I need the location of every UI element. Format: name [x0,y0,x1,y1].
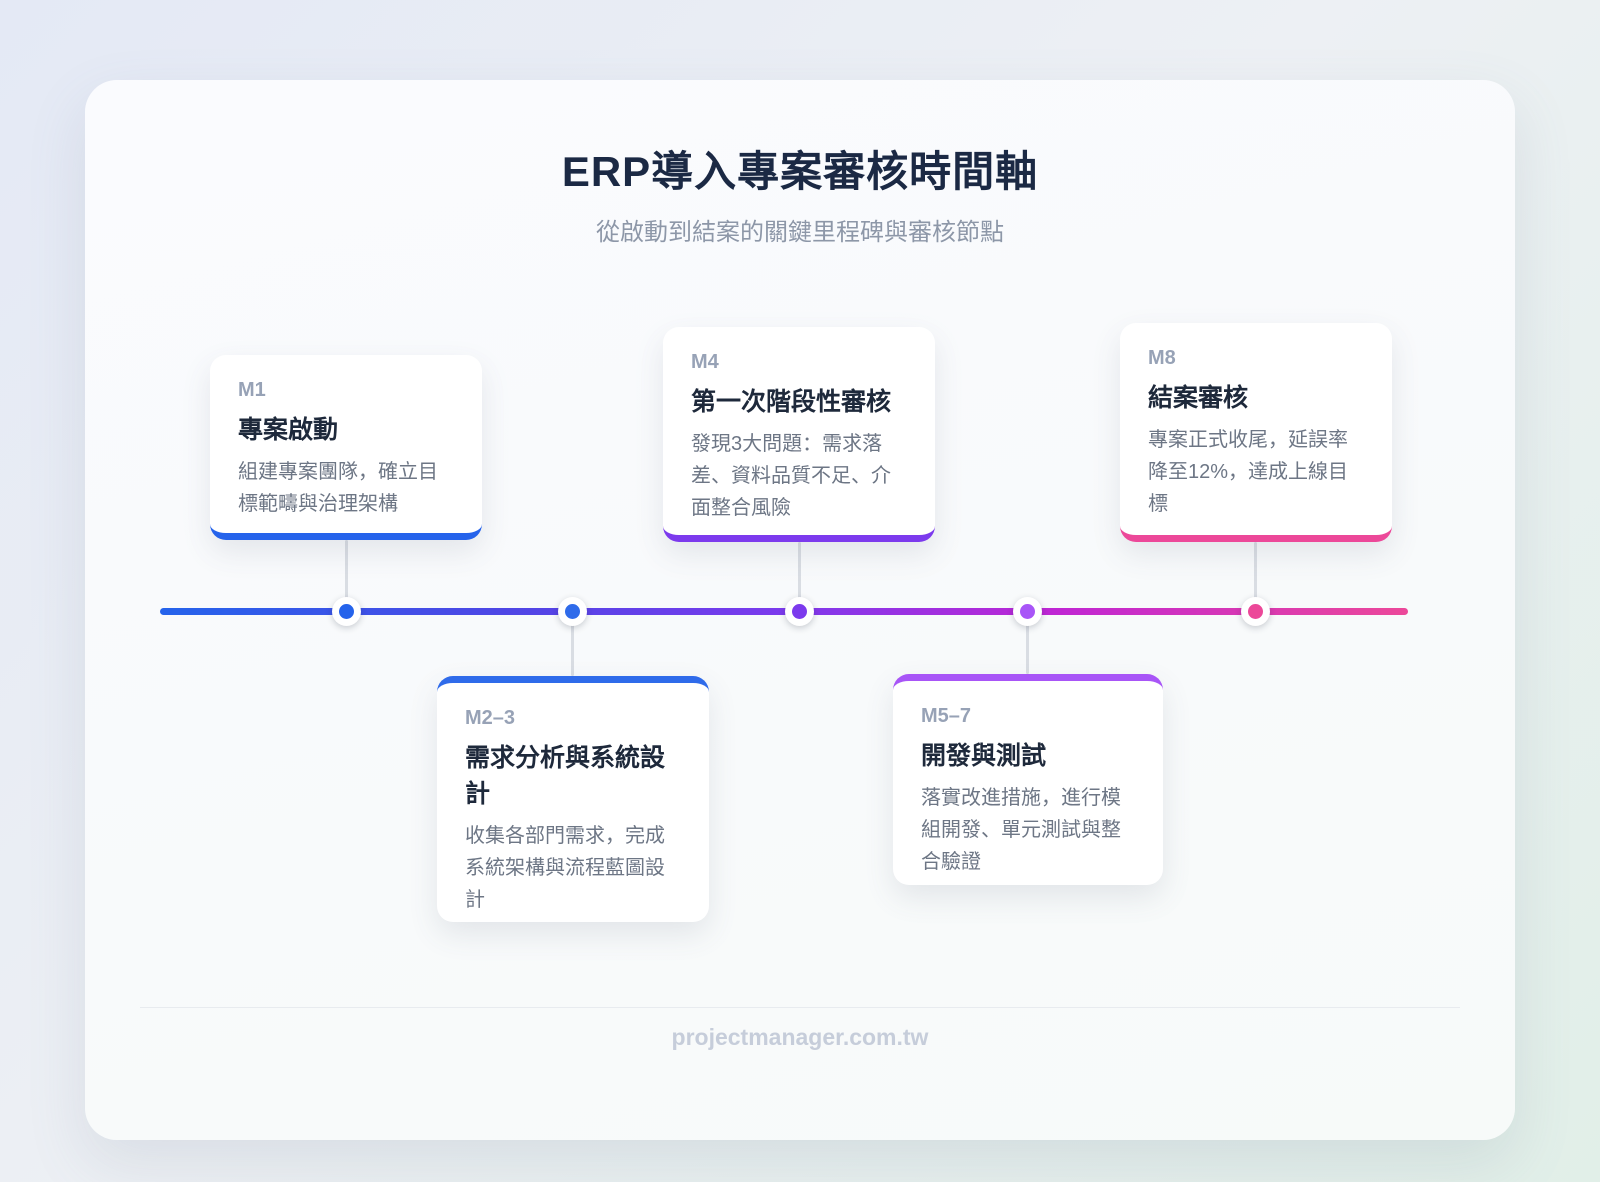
milestone-label: M4 [691,351,719,373]
page-title: ERP導入專案審核時間軸 [561,148,1039,195]
milestone-title: 專案啟動 [238,416,339,444]
milestone-card-m5-7: M5–7 開發與測試 落實改進措施，進行模組開發、單元測試與整合驗證 [893,674,1163,885]
timeline-node-m5-7 [1013,597,1042,626]
milestone-card-m1: M1 專案啟動 組建專案團隊，確立目標範疇與治理架構 [210,355,482,540]
connector-m4 [798,542,801,611]
timeline-node-m1-fill [339,604,354,619]
milestone-label: M8 [1148,347,1176,369]
timeline-line [160,608,1408,615]
milestone-title: 需求分析與系統設計 [465,744,666,808]
milestone-description: 落實改進措施，進行模組開發、單元測試與整合驗證 [921,787,1121,873]
milestone-title: 第一次階段性審核 [691,388,892,416]
timeline-node-m8 [1241,597,1270,626]
milestone-card-m4: M4 第一次階段性審核 發現3大問題：需求落差、資料品質不足、介面整合風險 [663,327,935,542]
milestone-label: M2–3 [465,707,516,729]
milestone-description: 組建專案團隊，確立目標範疇與治理架構 [238,461,438,515]
milestone-label: M5–7 [921,705,972,727]
footer-watermark: projectmanager.com.tw [671,1024,929,1050]
milestone-card-m2-3: M2–3 需求分析與系統設計 收集各部門需求，完成系統架構與流程藍圖設計 [437,676,709,922]
timeline-node-m2-3-fill [565,604,580,619]
milestone-description: 發現3大問題：需求落差、資料品質不足、介面整合風險 [691,433,891,519]
timeline-node-m8-fill [1248,604,1263,619]
timeline-panel: ERP導入專案審核時間軸 從啟動到結案的關鍵里程碑與審核節點 M1 專案啟動 組… [85,80,1515,1140]
connector-m2-3 [571,611,574,676]
timeline-node-m5-7-fill [1020,604,1035,619]
milestone-card-m8: M8 結案審核 專案正式收尾，延誤率降至12%，達成上線目標 [1120,323,1392,542]
page-subtitle: 從啟動到結案的關鍵里程碑與審核節點 [596,219,1004,246]
connector-m8 [1254,542,1257,611]
milestone-description: 收集各部門需求，完成系統架構與流程藍圖設計 [465,825,665,911]
milestone-title: 開發與測試 [921,742,1047,770]
milestone-description: 專案正式收尾，延誤率降至12%，達成上線目標 [1148,429,1349,515]
connector-m1 [345,540,348,611]
timeline-node-m4-fill [792,604,807,619]
connector-m5-7 [1026,611,1029,674]
milestone-label: M1 [238,379,266,401]
timeline-node-m4 [785,597,814,626]
timeline-node-m2-3 [558,597,587,626]
milestone-title: 結案審核 [1148,384,1249,412]
footer-divider [140,1007,1460,1008]
timeline-node-m1 [332,597,361,626]
